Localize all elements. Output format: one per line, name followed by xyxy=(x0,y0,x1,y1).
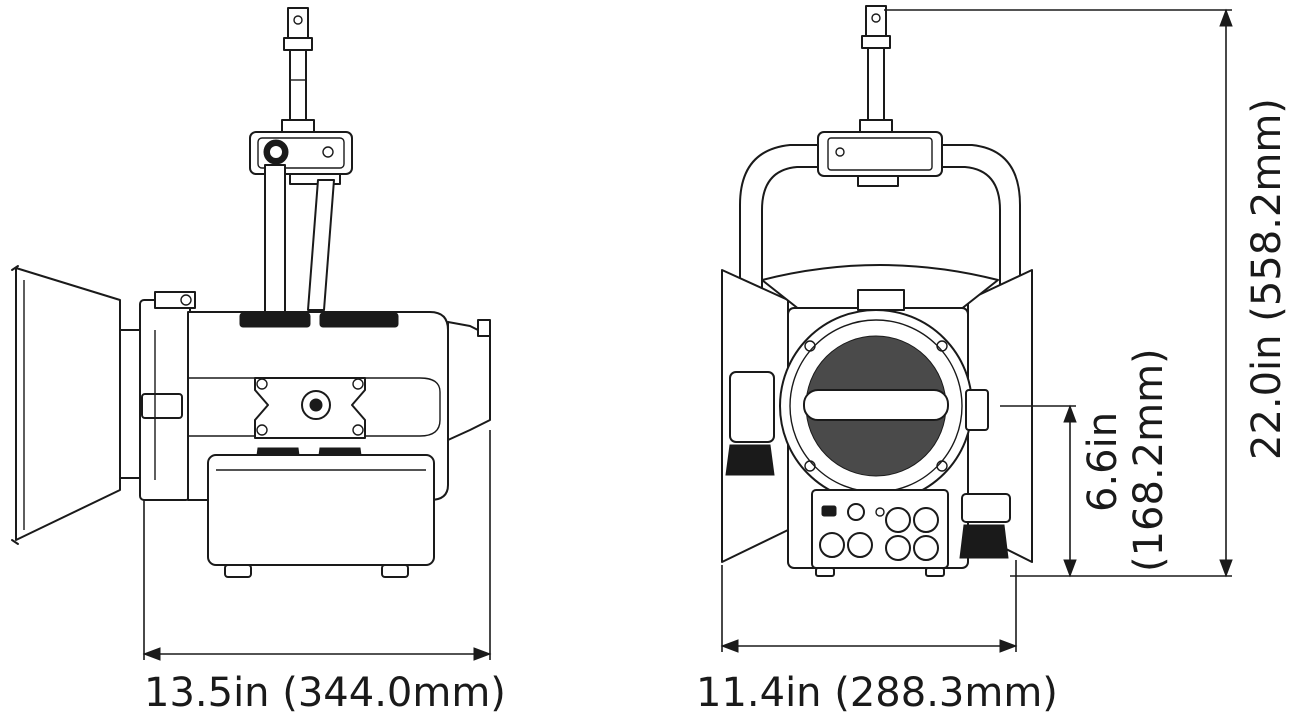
lens-height-inches-label: 6.6in xyxy=(1080,412,1126,512)
side-yoke-plate xyxy=(254,377,366,439)
front-lock-knobs xyxy=(725,371,1011,559)
total-height-label: 22.0in (558.2mm) xyxy=(1244,98,1290,460)
side-barndoor xyxy=(11,265,121,545)
lens-height-mm-label: (168.2mm) xyxy=(1126,348,1172,572)
side-yoke-clamp xyxy=(249,131,353,185)
front-yoke xyxy=(739,131,1021,431)
side-width-label: 13.5in (344.0mm) xyxy=(144,670,506,715)
front-connector-panel xyxy=(811,489,949,577)
front-lens xyxy=(779,309,973,503)
front-spigot xyxy=(859,5,893,133)
side-spigot xyxy=(281,7,315,133)
front-view xyxy=(721,5,1033,577)
side-base-housing xyxy=(207,454,435,578)
side-front-ring xyxy=(119,291,196,501)
side-view xyxy=(11,7,491,578)
dimension-lines xyxy=(142,8,1233,661)
front-width-label: 11.4in (288.3mm) xyxy=(696,670,1058,715)
